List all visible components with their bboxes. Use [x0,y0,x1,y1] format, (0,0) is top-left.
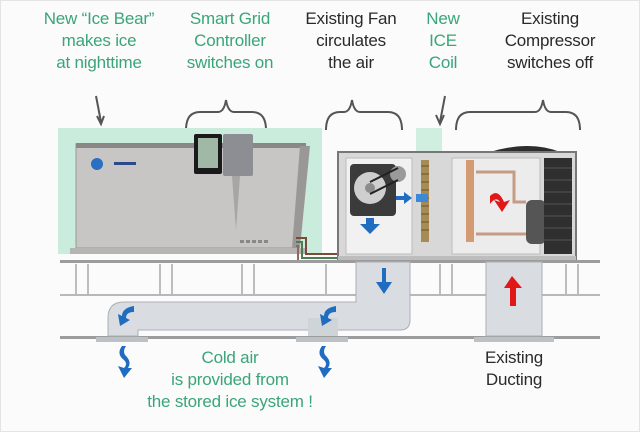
smart-grid-callout: Smart Grid Controller switches on [170,8,290,74]
cold-air-out-arrow-left [118,346,132,378]
condenser-coil [544,158,572,254]
ice-bear-callout-line-3: at nighttime [56,53,142,72]
ice-bear-pointer-arrowhead [96,115,105,127]
ice-coil-callout-line-3: Coil [428,53,458,72]
compressor-callout-line-3: switches off [506,53,594,72]
ice-coil-callout-line-2: ICE [429,31,457,50]
cold-air-out-arrow-right [318,346,332,378]
cold-air-callout-line-1: Cold air [201,348,259,367]
return-up-arrow [504,276,522,306]
ice-bear-pointer-line [95,95,102,123]
fan-callout-line-2: circulates [316,31,386,50]
evaporator-coil [466,160,474,242]
ducting-callout-line-2: Ducting [485,370,543,389]
rooftop-hvac-unit [337,146,577,263]
return-air-arrow [490,193,510,212]
compressor-brace [455,99,581,131]
return-duct [474,261,554,342]
ice-bear-callout-line-1: New “Ice Bear” [43,9,155,28]
ice-bear-callout: New “Ice Bear” makes ice at nighttime [14,8,184,74]
ice-coil-callout-line-1: New [426,9,460,28]
fan-brace [325,99,403,131]
ice-energy-logo-text [114,162,136,165]
ice-energy-logo-icon [91,158,103,170]
ducting-callout: Existing Ducting [466,347,562,391]
smart-grid-controller [194,134,253,230]
fan-discharge-arrow [360,218,380,234]
cold-air-callout-line-3: the stored ice system ! [147,392,313,411]
ice-coil-callout: New ICE Coil [418,8,468,74]
duct-down-arrow [376,268,392,294]
diffuser-right-turn-arrow [320,306,336,326]
compressor-callout: Existing Compressor switches off [480,8,620,74]
ice-bear-unit [70,143,310,254]
compressor [526,200,546,244]
supply-duct [96,261,411,342]
smart-grid-callout-line-2: Controller [194,31,266,50]
cold-air-callout: Cold air is provided from the stored ice… [130,347,330,413]
coil-to-fan-arrow [396,192,412,204]
unit-airflow-arrows [360,192,510,234]
fan-callout-line-1: Existing Fan [305,9,397,28]
compressor-callout-line-1: Existing [521,9,579,28]
smart-grid-callout-line-3: switches on [186,53,274,72]
ducting-callout-line-1: Existing [485,348,543,367]
fan-callout-line-3: the air [328,53,374,72]
fan-callout: Existing Fan circulates the air [292,8,410,74]
cold-air-callout-line-2: is provided from [171,370,289,389]
smart-grid-brace [185,99,267,131]
compressor-callout-line-2: Compressor [504,31,596,50]
smart-grid-callout-line-1: Smart Grid [189,9,271,28]
callout-pointers [95,95,581,131]
ice-coil-pointer-line [439,95,446,123]
ice-bear-callout-line-2: makes ice [61,31,137,50]
ice-coil-pointer-arrowhead [435,114,445,127]
diffuser-left-turn-arrow [118,306,134,326]
